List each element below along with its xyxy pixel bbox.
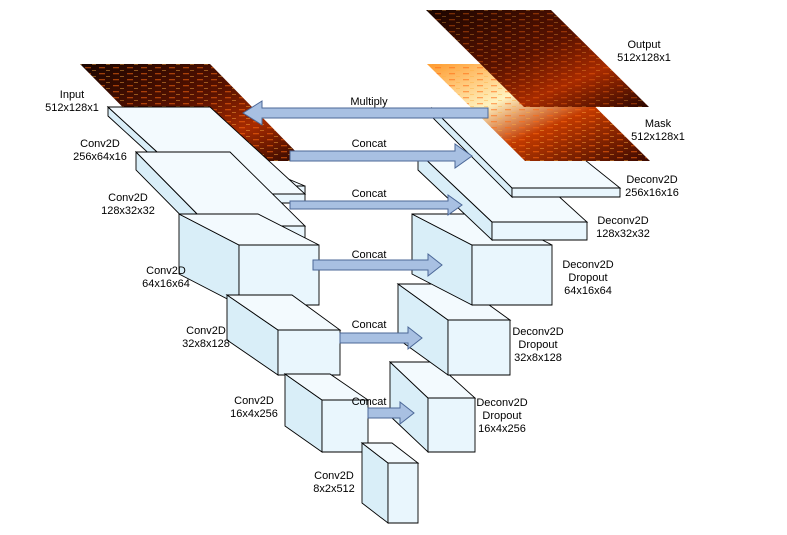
conv6-name: Conv2D bbox=[314, 470, 354, 482]
concat-label-5: Concat bbox=[352, 396, 387, 408]
concat-arrow-3 bbox=[312, 252, 443, 278]
mask-name: Mask bbox=[645, 118, 672, 130]
concat-arrow-4 bbox=[339, 325, 423, 351]
conv4-name: Conv2D bbox=[186, 325, 226, 337]
mask-spectrogram bbox=[427, 64, 650, 161]
deconv3-sub: Dropout bbox=[568, 272, 607, 284]
deconv4-name: Deconv2D bbox=[512, 326, 563, 338]
encoder-block-6 bbox=[360, 442, 420, 524]
conv1-shape: 256x64x16 bbox=[73, 151, 127, 163]
concat-arrow-5 bbox=[367, 400, 415, 426]
decoder-block-4 bbox=[396, 283, 512, 376]
conv6-shape: 8x2x512 bbox=[313, 483, 355, 495]
concat-label-2: Concat bbox=[352, 188, 387, 200]
multiply-label: Multiply bbox=[350, 96, 388, 108]
conv1-name: Conv2D bbox=[80, 138, 120, 150]
concat-arrow-1 bbox=[289, 143, 473, 169]
deconv5-shape: 16x4x256 bbox=[478, 423, 526, 435]
deconv5-sub: Dropout bbox=[482, 410, 521, 422]
conv3-name: Conv2D bbox=[146, 265, 186, 277]
output-name: Output bbox=[627, 39, 660, 51]
output-shape: 512x128x1 bbox=[617, 52, 671, 64]
deconv3-shape: 64x16x64 bbox=[564, 285, 612, 297]
conv2-name: Conv2D bbox=[108, 192, 148, 204]
conv4-shape: 32x8x128 bbox=[182, 338, 230, 350]
concat-label-3: Concat bbox=[352, 249, 387, 261]
output-spectrogram bbox=[426, 10, 649, 107]
concat-label-4: Concat bbox=[352, 319, 387, 331]
conv2-shape: 128x32x32 bbox=[101, 205, 155, 217]
conv5-name: Conv2D bbox=[234, 395, 274, 407]
deconv5-name: Deconv2D bbox=[476, 397, 527, 409]
encoder-block-4 bbox=[225, 294, 342, 376]
input-shape: 512x128x1 bbox=[45, 102, 99, 114]
deconv1-shape: 256x16x16 bbox=[625, 187, 679, 199]
deconv2-name: Deconv2D bbox=[597, 215, 648, 227]
conv5-shape: 16x4x256 bbox=[230, 408, 278, 420]
conv3-shape: 64x16x64 bbox=[142, 278, 190, 290]
concat-arrow-2 bbox=[289, 194, 463, 216]
deconv1-name: Deconv2D bbox=[626, 174, 677, 186]
mask-shape: 512x128x1 bbox=[631, 131, 685, 143]
encoder-block-5 bbox=[283, 373, 370, 453]
deconv2-shape: 128x32x32 bbox=[596, 228, 650, 240]
encoder-block-3 bbox=[178, 213, 320, 306]
multiply-arrow bbox=[242, 100, 489, 126]
concat-label-1: Concat bbox=[352, 138, 387, 150]
deconv4-shape: 32x8x128 bbox=[514, 352, 562, 364]
deconv4-sub: Dropout bbox=[518, 339, 557, 351]
decoder-block-5 bbox=[388, 360, 477, 454]
deconv3-name: Deconv2D bbox=[562, 259, 613, 271]
input-name: Input bbox=[60, 89, 84, 101]
